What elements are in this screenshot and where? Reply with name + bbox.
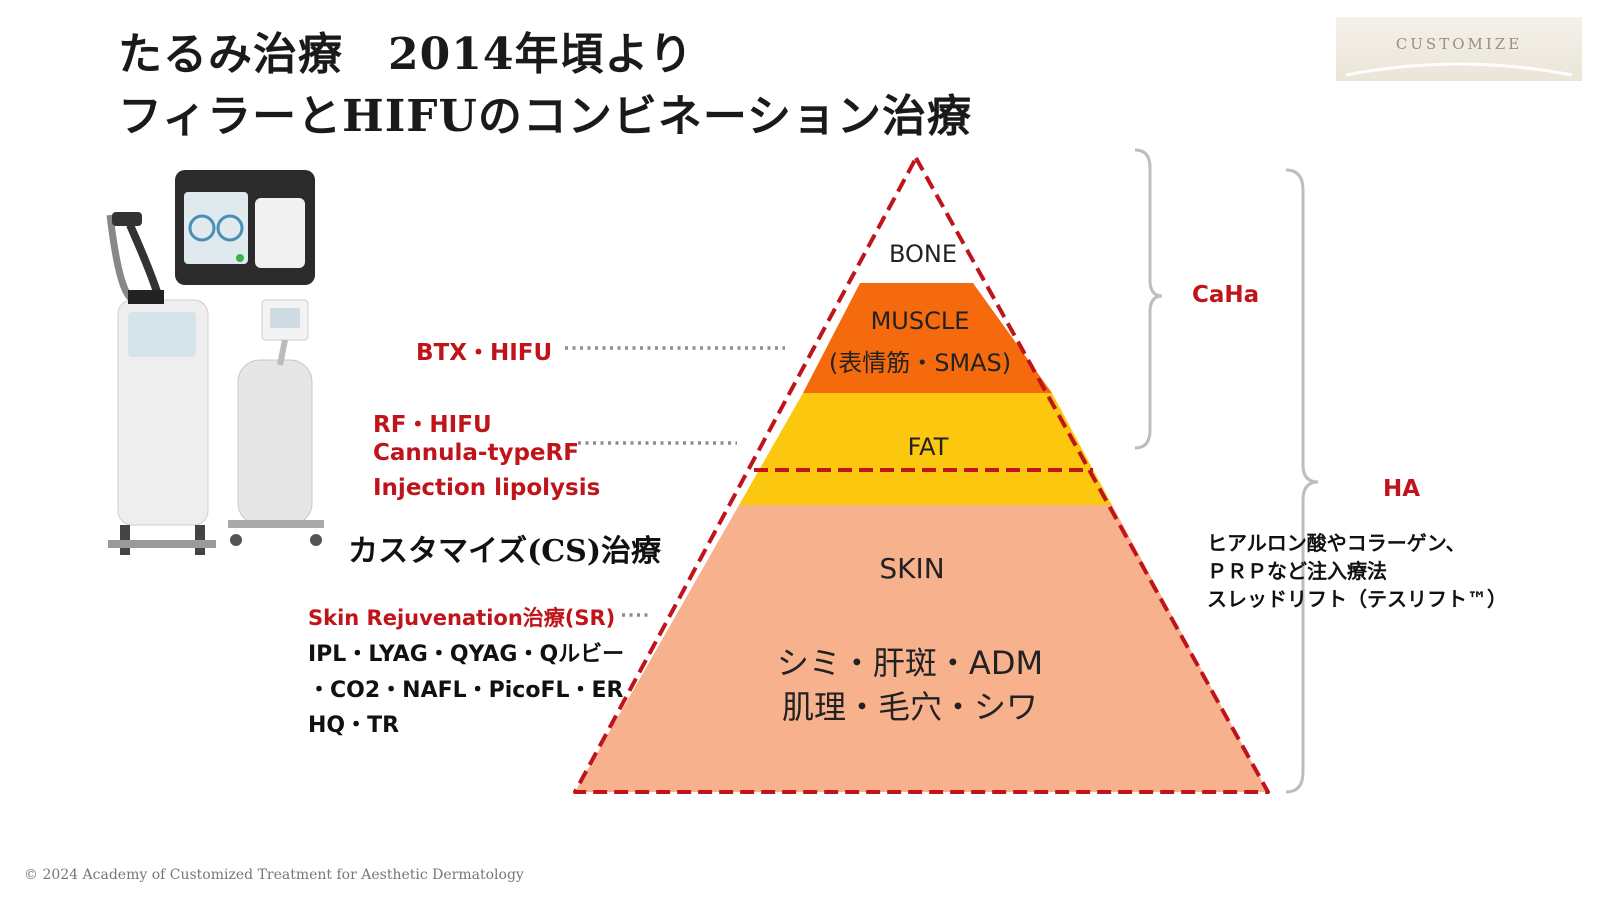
layer-skin-label: SKIN [879, 552, 945, 585]
label-sr-line2: ・CO2・NAFL・PicoFL・ER [308, 678, 624, 703]
ha-brace-icon [1285, 168, 1319, 794]
device-illustration-icon [106, 170, 324, 555]
layer-bone [860, 158, 973, 283]
skin-detail-line1: シミ・肝斑・ADM [776, 644, 1044, 682]
layer-muscle-label-1: MUSCLE [870, 307, 970, 335]
label-customized-treatment: カスタマイズ(CS)治療 [348, 534, 662, 569]
page-title-line1: たるみ治療 2014年頃より [118, 29, 694, 80]
customize-logo: CUSTOMIZE [1336, 17, 1582, 81]
logo-swoosh-icon [1345, 62, 1573, 77]
label-rf-hifu: RF・HIFU [373, 412, 492, 438]
layer-bone-label: BONE [888, 240, 958, 268]
label-sr-line1: IPL・LYAG・QYAG・Qルビー [308, 642, 625, 667]
layer-fat [739, 393, 1112, 505]
skin-detail-line2: 肌理・毛穴・シワ [781, 688, 1038, 726]
layer-muscle [803, 283, 1052, 393]
layer-skin [575, 505, 1268, 792]
label-notes-line3: スレッドリフト（テスリフト™） [1207, 587, 1507, 611]
pyramid-outline [573, 156, 1270, 794]
label-notes-line2: ＰＲＰなど注入療法 [1207, 559, 1387, 583]
label-caha: CaHa [1192, 282, 1260, 308]
label-injection-lipolysis: Injection lipolysis [373, 475, 601, 501]
label-cannula-rf: Cannula-typeRF [373, 440, 579, 466]
layer-muscle-label-2: (表情筋・SMAS) [828, 349, 1012, 377]
page-title-line2: フィラーとHIFUのコンビネーション治療 [118, 91, 973, 142]
copyright-footer: © 2024 Academy of Customized Treatment f… [24, 867, 524, 883]
label-ha: HA [1383, 476, 1421, 502]
label-btx-hifu: BTX・HIFU [416, 340, 553, 366]
label-sr-line3: HQ・TR [308, 713, 400, 738]
label-notes-line1: ヒアルロン酸やコラーゲン、 [1207, 531, 1466, 555]
caha-brace-icon [1134, 148, 1163, 450]
layer-fat-label: FAT [907, 433, 949, 461]
logo-text: CUSTOMIZE [1395, 35, 1523, 53]
label-skin-rejuvenation: Skin Rejuvenation治療(SR) [308, 606, 616, 630]
